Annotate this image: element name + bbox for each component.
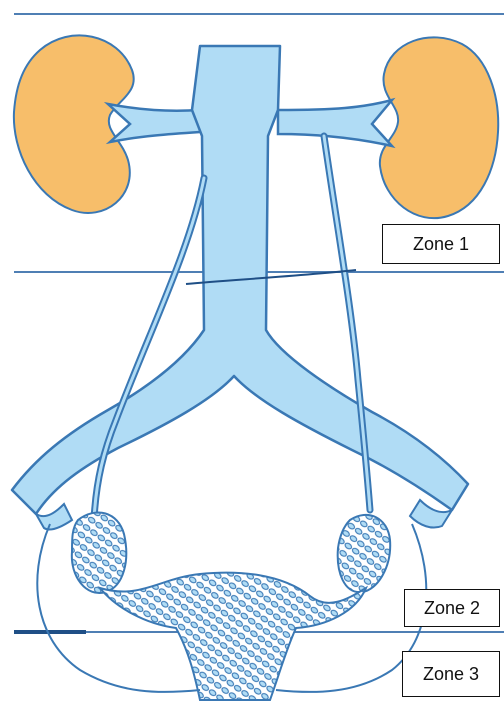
zone-1-label: Zone 1 xyxy=(382,224,500,264)
uterine-venous-plexus xyxy=(100,573,366,700)
left-ovarian-plexus xyxy=(72,512,126,593)
zone-3-label: Zone 3 xyxy=(402,651,500,697)
right-ovarian-plexus xyxy=(338,515,390,592)
left-renal-vein xyxy=(108,104,200,142)
zone-2-label: Zone 2 xyxy=(404,589,500,627)
right-kidney xyxy=(380,37,498,218)
left-kidney xyxy=(14,35,134,213)
right-renal-vein xyxy=(278,100,392,146)
